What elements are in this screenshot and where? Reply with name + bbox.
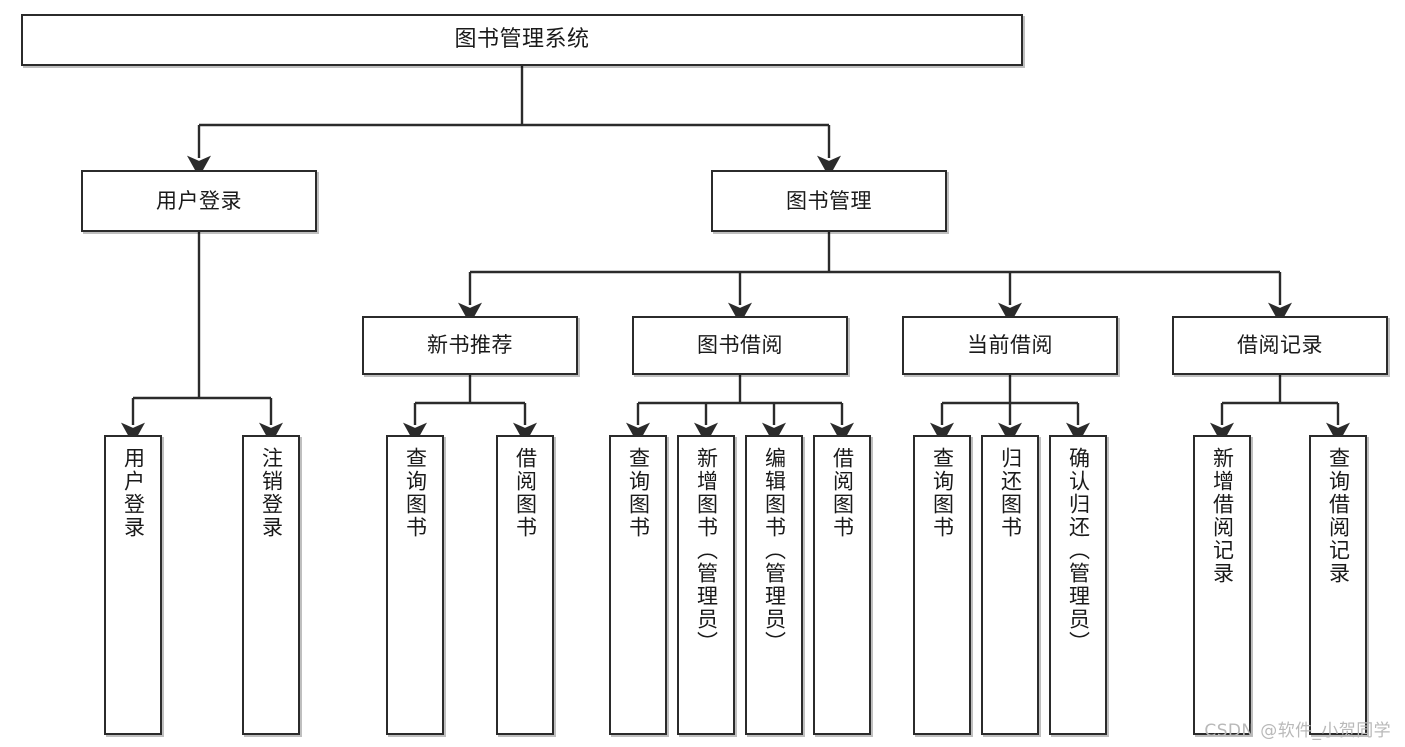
node-label: 新增借阅记录	[1210, 447, 1235, 585]
leaf-logout[interactable]: 注销登录	[242, 435, 300, 735]
leaf-query-book-current[interactable]: 查询图书	[913, 435, 971, 735]
node-label: 用户登录	[156, 188, 242, 213]
leaf-borrow-book[interactable]: 借阅图书	[813, 435, 871, 735]
node-current-borrow[interactable]: 当前借阅	[902, 316, 1118, 375]
node-label: 确认归还（管理员）	[1066, 447, 1091, 654]
leaf-borrow-book-recommend[interactable]: 借阅图书	[496, 435, 554, 735]
leaf-return-book[interactable]: 归还图书	[981, 435, 1039, 735]
node-label: 查询图书	[626, 447, 651, 539]
node-label: 图书管理系统	[454, 27, 590, 53]
node-label: 查询图书	[930, 447, 955, 539]
node-book-manage[interactable]: 图书管理	[711, 170, 947, 232]
leaf-edit-book[interactable]: 编辑图书（管理员）	[745, 435, 803, 735]
node-label: 图书借阅	[697, 333, 783, 358]
node-book-borrow[interactable]: 图书借阅	[632, 316, 848, 375]
node-root-system[interactable]: 图书管理系统	[21, 14, 1023, 66]
csdn-watermark: CSDN @软件_小贺同学	[1204, 721, 1391, 741]
node-label: 借阅记录	[1237, 333, 1323, 358]
node-new-book-recommend[interactable]: 新书推荐	[362, 316, 578, 375]
node-label: 新增图书（管理员）	[694, 447, 719, 654]
node-label: 图书管理	[786, 188, 872, 213]
node-label: 注销登录	[259, 447, 284, 539]
leaf-add-borrow-record[interactable]: 新增借阅记录	[1193, 435, 1251, 735]
node-label: 归还图书	[998, 447, 1023, 539]
leaf-add-book[interactable]: 新增图书（管理员）	[677, 435, 735, 735]
node-label: 用户登录	[121, 447, 146, 539]
leaf-query-book-recommend[interactable]: 查询图书	[386, 435, 444, 735]
leaf-query-book-borrow[interactable]: 查询图书	[609, 435, 667, 735]
leaf-query-borrow-record[interactable]: 查询借阅记录	[1309, 435, 1367, 735]
node-label: 借阅图书	[513, 447, 538, 539]
node-label: 当前借阅	[967, 333, 1053, 358]
node-borrow-record[interactable]: 借阅记录	[1172, 316, 1388, 375]
node-label: 查询图书	[403, 447, 428, 539]
node-label: 新书推荐	[427, 333, 513, 358]
leaf-user-login[interactable]: 用户登录	[104, 435, 162, 735]
node-user-login[interactable]: 用户登录	[81, 170, 317, 232]
node-label: 借阅图书	[830, 447, 855, 539]
node-label: 编辑图书（管理员）	[762, 447, 787, 654]
node-label: 查询借阅记录	[1326, 447, 1351, 585]
leaf-confirm-return[interactable]: 确认归还（管理员）	[1049, 435, 1107, 735]
